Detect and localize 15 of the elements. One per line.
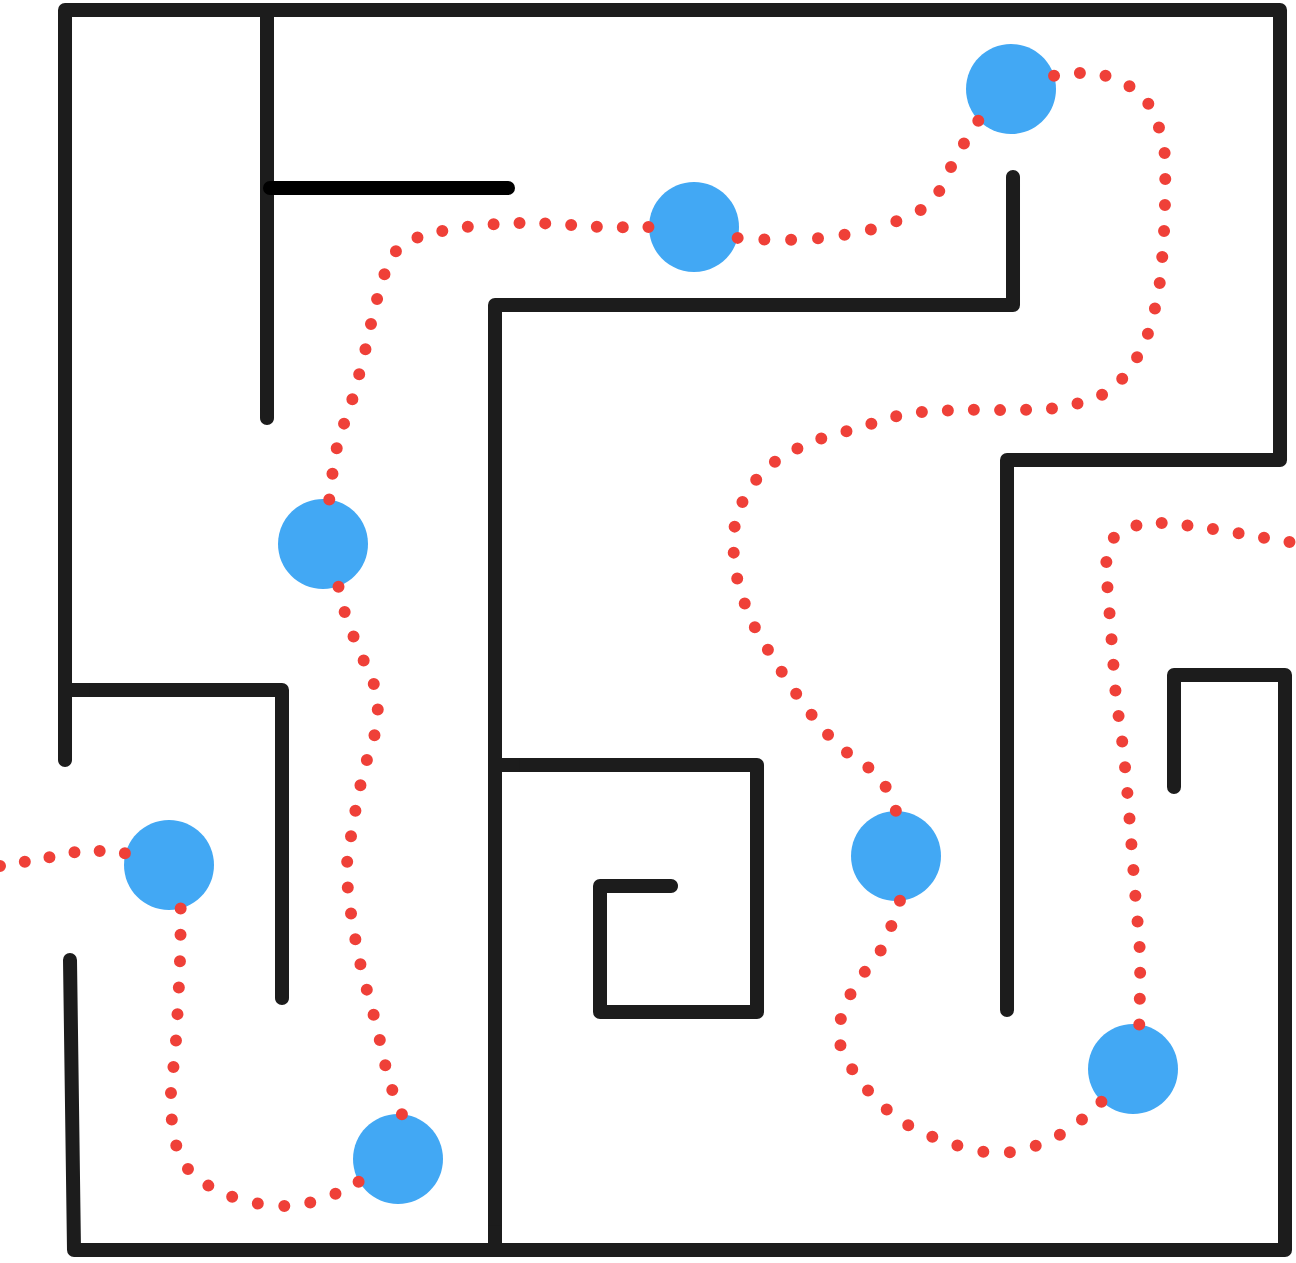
- waypoint-circle: [966, 44, 1056, 134]
- waypoint-circle: [124, 820, 214, 910]
- dotted-path: [1099, 516, 1296, 1031]
- dotted-path: [332, 580, 408, 1121]
- waypoint-circle: [1088, 1024, 1178, 1114]
- dotted-path: [323, 216, 655, 506]
- waypoint-circle: [353, 1114, 443, 1204]
- waypoint-circle: [278, 499, 368, 589]
- dotted-path: [832, 894, 1108, 1159]
- dotted-path: [0, 844, 132, 872]
- waypoint-circle: [649, 182, 739, 272]
- dotted-path: [731, 114, 985, 247]
- waypoint-circle: [851, 811, 941, 901]
- dotted-path: [164, 902, 366, 1213]
- dotted-path: [727, 66, 1172, 817]
